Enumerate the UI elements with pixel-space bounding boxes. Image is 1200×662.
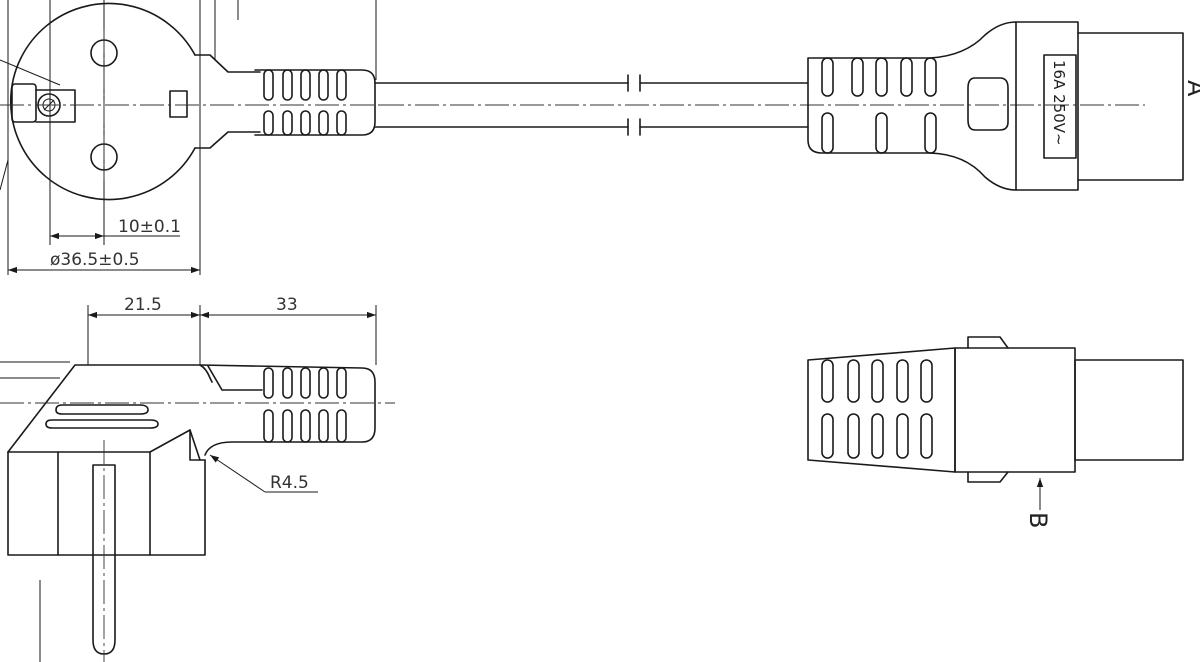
view-a-label: A [1182,80,1200,97]
side-length-label: 33 [276,295,298,315]
dimension-side-depth: 21.5 [88,295,200,319]
view-b-label: B [1024,512,1052,528]
dimension-pin-spacing: 10±0.1 [50,217,181,240]
rating-label: 16A 250V~ [1050,60,1068,146]
plug-side-view [0,305,395,662]
dimension-bend-radius: R4.5 [209,454,318,493]
bend-radius-label: R4.5 [270,473,309,493]
plug-diameter-label: ø36.5±0.5 [50,250,140,270]
dimension-plug-diameter: ø36.5±0.5 [8,250,200,274]
connector-top-view: 16A 250V~ A [807,21,1200,191]
pin-spacing-label: 10±0.1 [118,217,181,237]
plug-front-view [0,0,380,275]
cable [374,74,1145,136]
side-depth-label: 21.5 [124,295,162,315]
dimension-side-length: 33 [200,295,376,319]
connector-side-view: B [807,336,1184,528]
